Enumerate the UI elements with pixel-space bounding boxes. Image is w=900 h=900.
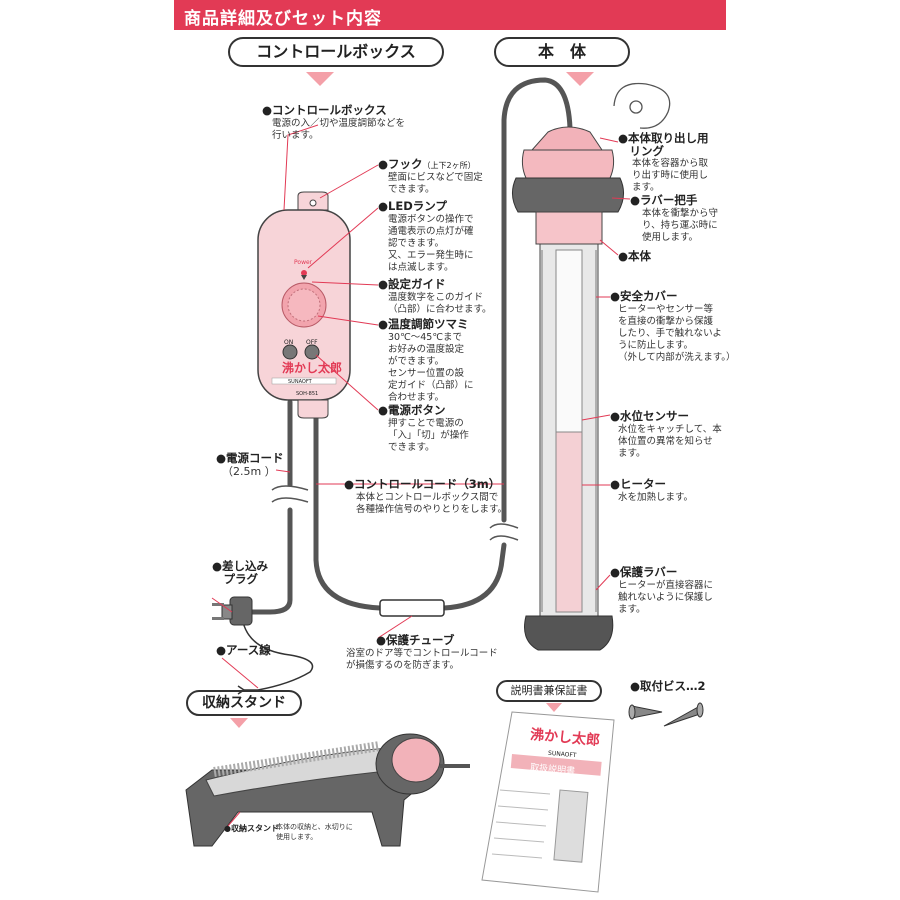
- label-tube: ●保護チューブ: [376, 633, 455, 647]
- leader-line: [221, 657, 259, 689]
- label-cover: ●安全カバー: [610, 289, 678, 303]
- label-screws: ●取付ビス…2: [630, 679, 706, 693]
- earth-wire: [242, 621, 314, 691]
- label-hook: ●フック（上下2ヶ所）: [378, 157, 476, 171]
- control-cord-right: [441, 542, 507, 611]
- device-power-text: Power: [294, 259, 313, 266]
- label-control-box: ●コントロールボックス: [262, 103, 387, 117]
- label-led: ●LEDランプ: [378, 199, 447, 213]
- label-knob: ●温度調節ツマミ: [378, 317, 469, 331]
- manual-booklet: [481, 711, 615, 893]
- label-sensor: ●水位センサー: [610, 409, 690, 423]
- label-protect-rubber: ●保護ラバー: [610, 565, 678, 579]
- heading-manual: 説明書兼保証書: [496, 680, 602, 702]
- leader-line: [611, 197, 631, 200]
- desc-rubber-grip: 本体を衝撃から守 り、持ち運ぶ時に 使用します。: [642, 208, 719, 243]
- heater-body: [512, 126, 624, 651]
- leader-line: [275, 469, 291, 473]
- header-banner: 商品詳細及びセット内容: [174, 0, 726, 30]
- control-box: [257, 191, 351, 419]
- leader-line: [311, 281, 379, 286]
- leader-line: [599, 239, 619, 256]
- desc-tube: 浴室のドア等でコントロールコード が損傷するのを防ぎます。: [346, 648, 498, 671]
- control-cord-left: [313, 399, 383, 611]
- leader-line: [377, 615, 413, 639]
- label-control-cord: ●コントロールコード（3m）: [344, 477, 501, 491]
- label-main-body: ●本体: [618, 249, 652, 263]
- desc-ring: 本体を容器から取 り出す時に使用し ます。: [632, 158, 709, 193]
- leader-line: [211, 597, 233, 613]
- screws: [628, 702, 704, 727]
- power-cord-lower: [247, 507, 293, 615]
- label-earth: ●アース線: [216, 643, 271, 657]
- pointer-triangle: [546, 703, 562, 712]
- leader-line: [227, 811, 241, 827]
- cord-break: [271, 485, 309, 503]
- desc-control-cord: 本体とコントロールボックス間で 各種操作信号のやりとりをします。: [356, 492, 508, 515]
- leader-line: [581, 414, 611, 421]
- desc-led: 電源ボタンの操作で 通電表示の点灯が確 認できます。 又、エラー発生時に は点滅…: [388, 214, 474, 273]
- plug: [212, 596, 253, 626]
- label-guide: ●設定ガイド: [378, 277, 446, 291]
- desc-power-cord: （2.5m ）: [222, 465, 276, 478]
- leader-line: [283, 124, 319, 211]
- leader-line: [599, 137, 619, 143]
- device-name-text: 沸かし太郎: [282, 361, 343, 375]
- label-power-cord: ●電源コード: [216, 451, 284, 465]
- desc-guide: 温度数字をこのガイド （凸部）に合わせます。: [388, 292, 492, 315]
- heading-control-box: コントロールボックス: [228, 37, 444, 67]
- label-ring: ●本体取り出し用 リング: [618, 131, 709, 158]
- desc-knob: 30℃～45℃まで お好みの温度設定 ができます。 センサー位置の設 定ガイド（…: [388, 332, 474, 403]
- leader-line: [317, 315, 379, 326]
- label-plug: ●差し込み プラグ: [212, 559, 269, 586]
- desc-power-button: 押すことで電源の 「入」「切」が操作 できます。: [388, 418, 469, 453]
- leader-line: [315, 354, 379, 411]
- leader-line: [307, 207, 379, 269]
- desc-control-box: 電源の入／切や温度調節などを 行います。: [272, 118, 406, 141]
- device-off-text: OFF: [306, 339, 318, 346]
- label-heater: ●ヒーター: [610, 477, 667, 491]
- storage-stand: [185, 733, 470, 847]
- heading-stand: 収納スタンド: [186, 690, 302, 716]
- label-power-button: ●電源ボタン: [378, 403, 446, 417]
- earth-terminal: [237, 685, 246, 695]
- device-model-text: SOH-851: [296, 391, 319, 397]
- desc-hook: 壁面にビスなどで固定 できます。: [388, 172, 483, 195]
- leader-line: [319, 164, 379, 199]
- label-rubber-grip: ●ラバー把手: [630, 193, 698, 207]
- desc-protect-rubber: ヒーターが直接容器に 触れないように保護し ます。: [618, 580, 714, 615]
- protection-tube: [379, 599, 445, 617]
- pointer-triangle: [230, 718, 248, 728]
- desc-heater: 水を加熱します。: [618, 492, 694, 503]
- cord-break: [489, 523, 519, 541]
- pointer-triangle: [566, 72, 594, 86]
- label-stand: ●収納スタンド: [224, 824, 279, 833]
- desc-sensor: 水位をキャッチして、本 体位置の異常を知らせ ます。: [618, 424, 722, 459]
- device-brand-text: SUNAOFT: [288, 379, 312, 385]
- ring-inset: [613, 82, 671, 129]
- manual-brand: SUNAOFT: [547, 749, 577, 760]
- device-on-text: ON: [284, 339, 294, 346]
- leader-line: [595, 574, 611, 591]
- heading-body: 本 体: [494, 37, 630, 67]
- desc-stand: 本体の収納と、水切りに 使用します。: [276, 823, 353, 841]
- control-cord-up: [501, 77, 573, 523]
- desc-cover: ヒーターやセンサー等 を直接の衝撃から保護 したり、手で触れないよ うに防止しま…: [618, 304, 736, 363]
- pointer-triangle: [306, 72, 334, 86]
- banner-title: 商品詳細及びセット内容: [184, 9, 382, 29]
